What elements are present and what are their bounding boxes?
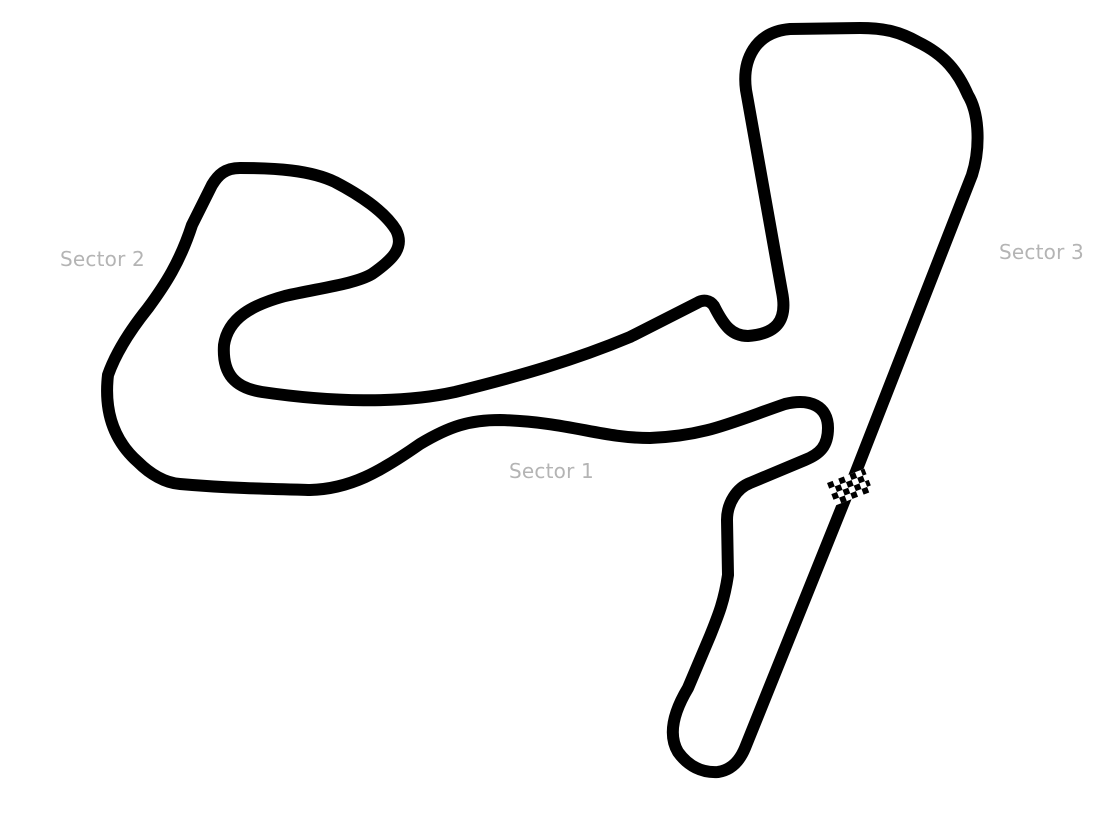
checkered-flag-icon xyxy=(827,468,873,506)
sector-2-label: Sector 2 xyxy=(60,247,145,271)
track-outline xyxy=(101,22,984,779)
sector-3-label: Sector 3 xyxy=(999,240,1084,264)
sector-1-label: Sector 1 xyxy=(509,459,594,483)
